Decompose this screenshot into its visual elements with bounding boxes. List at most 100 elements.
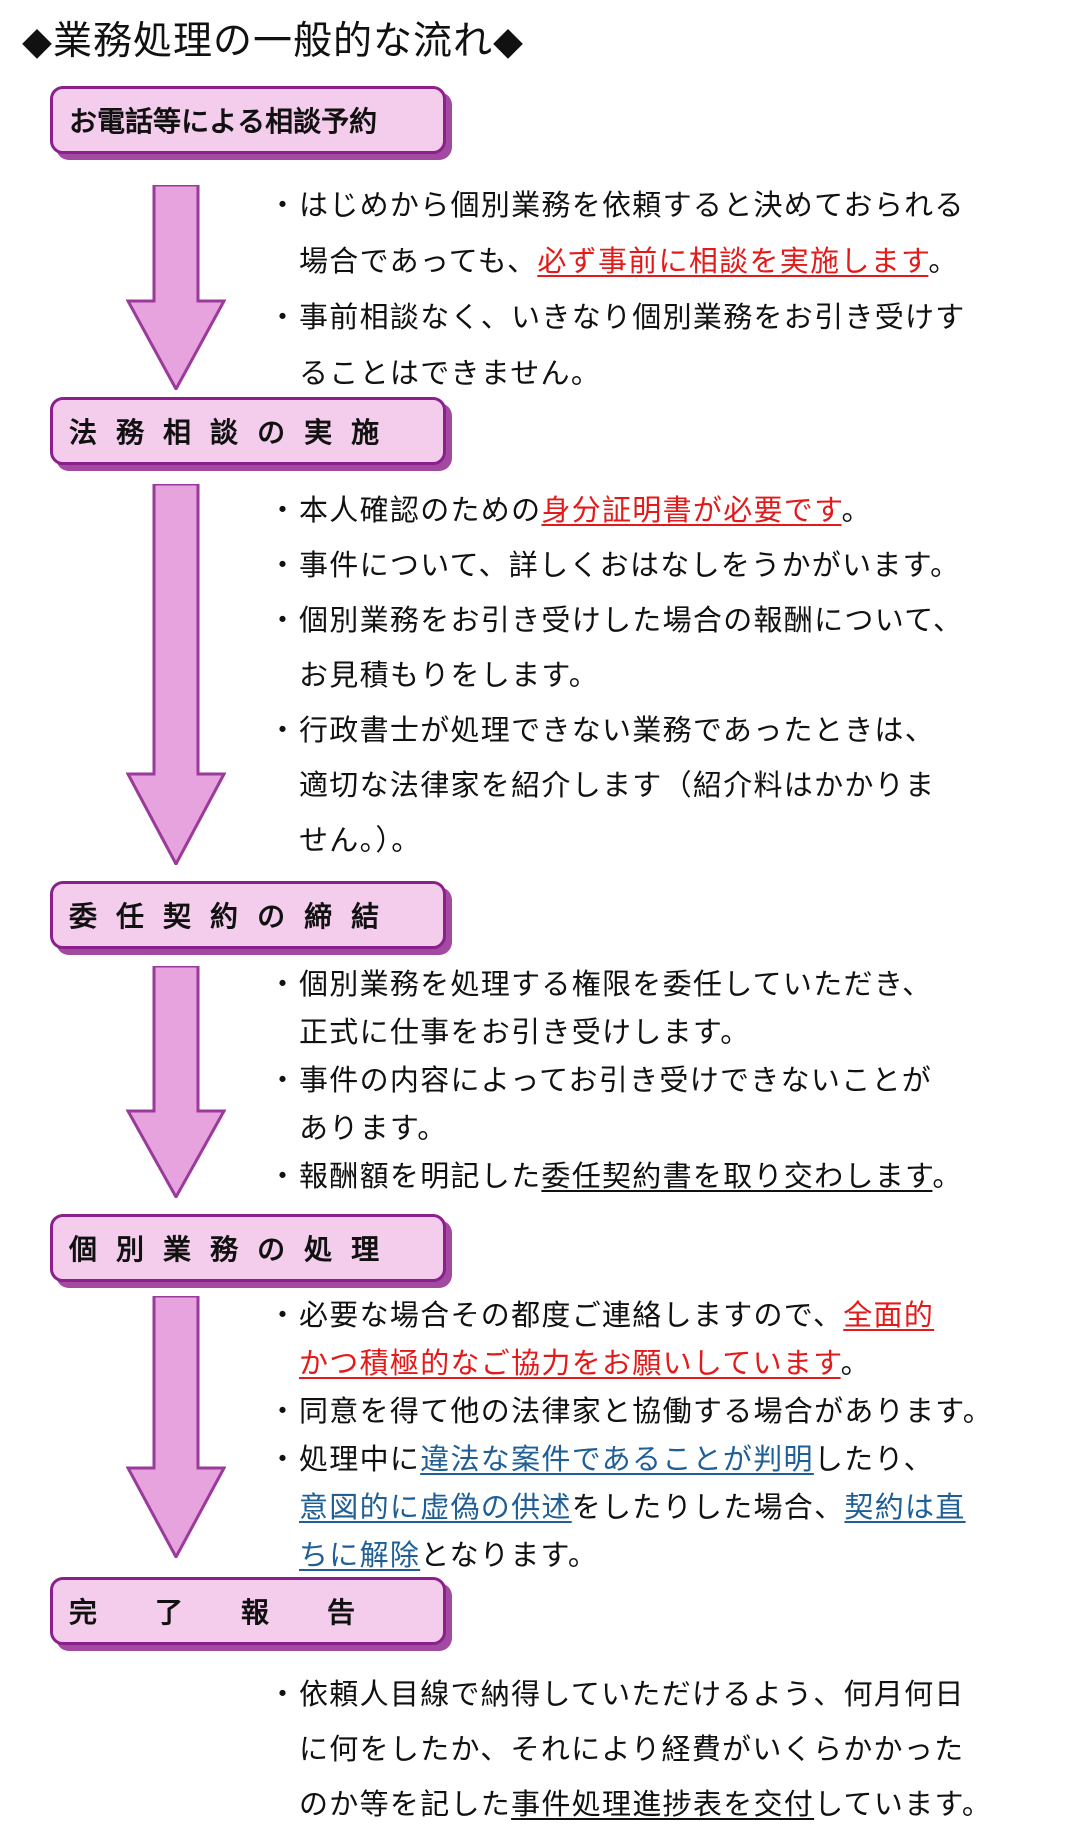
note-item: ・事前相談なく、いきなり個別業務をお引き受けすることはできません。	[268, 289, 1068, 401]
note-line: 正式に仕事をお引き受けします。	[299, 1008, 1068, 1056]
step-label-char: 務	[210, 1233, 239, 1266]
step-label-char: 任	[116, 900, 145, 933]
step-label-char: 予	[321, 105, 350, 138]
down-arrow-icon	[126, 484, 226, 865]
note-line: 意図的に虚偽の供述をしたりした場合、契約は直	[299, 1483, 1068, 1531]
note-line: あります。	[299, 1104, 1068, 1152]
bullet-mark: ・	[268, 713, 299, 747]
note-line: ることはできません。	[299, 345, 1068, 401]
down-arrow-icon	[126, 966, 226, 1198]
note-text: しています。	[814, 1787, 993, 1821]
note-item: ・はじめから個別業務を依頼すると決めておられる場合であっても、必ず事前に相談を実…	[268, 177, 1068, 289]
step-label-char: 委	[69, 900, 98, 933]
step-label-char: 結	[351, 900, 380, 933]
note-item: ・処理中に違法な案件であることが判明したり、意図的に虚偽の供述をしたりした場合、…	[268, 1435, 1068, 1579]
note-line: はじめから個別業務を依頼すると決めておられる	[299, 177, 1068, 233]
emphasis-text: 委任契約書を取り交わします	[541, 1159, 933, 1193]
emphasis-text: 事件処理進捗表を交付	[511, 1787, 815, 1821]
step-label-char: 報	[241, 1596, 270, 1629]
emphasis-text: 意図的に虚偽の供述	[299, 1490, 572, 1524]
note-line: 必要な場合その都度ご連絡しますので、全面的	[299, 1291, 1068, 1339]
note-text: のか等を記した	[299, 1787, 512, 1821]
bullet-mark: ・	[268, 188, 299, 222]
bullet-mark: ・	[268, 1442, 299, 1476]
step-label-char: る	[237, 105, 266, 138]
bullet-mark: ・	[268, 1159, 299, 1193]
bullet-mark: ・	[268, 1063, 299, 1097]
emphasis-text: 身分証明書が必要です	[541, 493, 842, 527]
note-text: 依頼人目線で納得していただけるよう、何月何日	[299, 1677, 965, 1711]
note-line: 依頼人目線で納得していただけるよう、何月何日	[299, 1667, 1068, 1722]
note-line: 本人確認のための身分証明書が必要です。	[299, 483, 1068, 538]
step-label-char: 電	[97, 105, 126, 138]
step-label-char: 別	[116, 1233, 145, 1266]
bullet-mark: ・	[268, 548, 299, 582]
note-text: はじめから個別業務を依頼すると決めておられる	[299, 188, 965, 222]
note-text: 。	[932, 1159, 963, 1193]
note-line: 場合であっても、必ず事前に相談を実施します。	[299, 233, 1068, 289]
note-line: ちに解除となります。	[299, 1531, 1068, 1579]
step-label-char: 相	[265, 105, 294, 138]
note-text: 処理中に	[299, 1442, 421, 1476]
note-line: 個別業務をお引き受けした場合の報酬について、	[299, 593, 1068, 648]
emphasis-text: かつ積極的なご協力をお願いしています	[299, 1346, 841, 1380]
note-text: 行政書士が処理できない業務であったときは、	[299, 713, 936, 747]
step-label-char: 務	[116, 416, 145, 449]
note-text: をしたりした場合、	[571, 1490, 845, 1524]
note-line: 同意を得て他の法律家と協働する場合があります。	[299, 1387, 1068, 1435]
down-arrow-icon	[126, 185, 226, 390]
notes-completion-report: ・依頼人目線で納得していただけるよう、何月何日に何をしたか、それにより経費がいく…	[268, 1667, 1068, 1832]
note-line: 処理中に違法な案件であることが判明したり、	[299, 1435, 1068, 1483]
note-line: お見積もりをします。	[299, 648, 1068, 703]
note-item: ・必要な場合その都度ご連絡しますので、全面的かつ積極的なご協力をお願いしています…	[268, 1291, 1068, 1387]
step-label-char: 相	[163, 416, 192, 449]
note-item: ・本人確認のための身分証明書が必要です。	[268, 483, 1068, 538]
note-text: 事前相談なく、いきなり個別業務をお引き受けす	[299, 300, 966, 334]
note-line: に何をしたか、それにより経費がいくらかかった	[299, 1722, 1068, 1777]
step-label-char: 話	[125, 105, 154, 138]
note-item: ・事件について、詳しくおはなしをうかがいます。	[268, 538, 1068, 593]
down-arrow-icon	[126, 1296, 226, 1558]
step-label-char: 等	[153, 105, 182, 138]
step-label-char: 約	[210, 900, 239, 933]
note-text: 。	[928, 244, 959, 278]
step-label-char: 締	[304, 900, 333, 933]
emphasis-text: 必ず事前に相談を実施します	[537, 244, 929, 278]
note-item: ・個別業務をお引き受けした場合の報酬について、お見積もりをします。	[268, 593, 1068, 703]
note-text: 事件の内容によってお引き受けできないことが	[299, 1063, 933, 1097]
note-item: ・事件の内容によってお引き受けできないことがあります。	[268, 1056, 1068, 1152]
note-text: 。	[840, 1346, 871, 1380]
step-label-char: 完	[69, 1596, 98, 1629]
note-text: に何をしたか、それにより経費がいくらかかった	[299, 1732, 965, 1766]
note-line: 個別業務を処理する権限を委任していただき、	[299, 960, 1068, 1008]
step-label-char: お	[69, 105, 98, 138]
step-label-char: 個	[69, 1233, 98, 1266]
note-line: 行政書士が処理できない業務であったときは、	[299, 703, 1068, 758]
note-text: したり、	[813, 1442, 934, 1476]
note-line: せん。）。	[299, 813, 1068, 868]
bullet-mark: ・	[268, 1298, 299, 1332]
note-text: 場合であっても、	[299, 244, 538, 278]
step-box-consultation-booking: お電話等による相談予約	[50, 86, 446, 154]
emphasis-text: 違法な案件であることが判明	[420, 1442, 814, 1476]
note-item: ・行政書士が処理できない業務であったときは、適切な法律家を紹介します（紹介料はか…	[268, 703, 1068, 868]
emphasis-text: 契約は直	[844, 1490, 966, 1524]
bullet-mark: ・	[268, 1394, 299, 1428]
page-title: ◆業務処理の一般的な流れ◆	[22, 19, 524, 64]
note-text: 。	[841, 493, 872, 527]
note-text: 必要な場合その都度ご連絡しますので、	[299, 1298, 844, 1332]
bullet-mark: ・	[268, 300, 299, 334]
note-text: 個別業務を処理する権限を委任していただき、	[299, 967, 933, 1001]
step-label-char: 処	[304, 1233, 333, 1266]
step-label-char: の	[257, 900, 286, 933]
note-line: 適切な法律家を紹介します（紹介料はかかりま	[299, 758, 1068, 813]
note-item: ・個別業務を処理する権限を委任していただき、正式に仕事をお引き受けします。	[268, 960, 1068, 1056]
note-text: 適切な法律家を紹介します（紹介料はかかりま	[299, 768, 936, 802]
note-text: お見積もりをします。	[299, 658, 600, 692]
notes-contract-signing: ・個別業務を処理する権限を委任していただき、正式に仕事をお引き受けします。・事件…	[268, 960, 1068, 1200]
step-label-char: 実	[304, 416, 333, 449]
note-text: となります。	[420, 1538, 599, 1572]
note-item: ・依頼人目線で納得していただけるよう、何月何日に何をしたか、それにより経費がいく…	[268, 1667, 1068, 1832]
note-text: 個別業務をお引き受けした場合の報酬について、	[299, 603, 964, 637]
step-label-char: よ	[209, 105, 238, 138]
